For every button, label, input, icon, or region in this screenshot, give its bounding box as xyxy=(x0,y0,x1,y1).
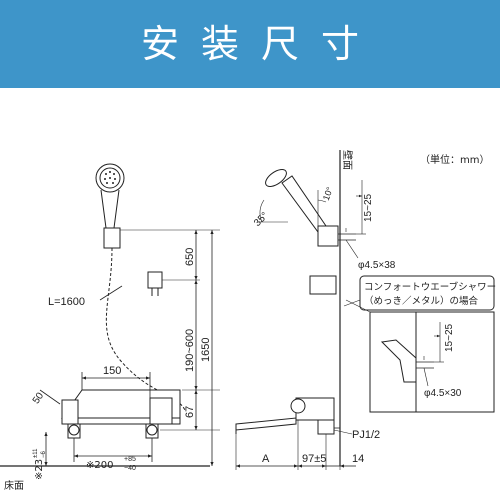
dim-14: 14 xyxy=(352,453,364,465)
shower-hose xyxy=(105,247,186,411)
hole-spec-inset: φ4.5×30 xyxy=(424,388,462,399)
dim-150: 150 xyxy=(103,365,121,377)
left-handle xyxy=(61,399,79,425)
lower-holder-side xyxy=(309,275,337,295)
wall-label: 壁面 xyxy=(341,150,354,170)
dim-15-25-top: 15~25 xyxy=(363,193,374,222)
dim-A: A xyxy=(262,453,270,465)
pipe-thread-label: PJ1/2 xyxy=(352,429,380,441)
lower-holder-bracket xyxy=(147,271,163,289)
shower-holder-front xyxy=(103,227,121,249)
header-banner: 安装尺寸 xyxy=(0,0,500,88)
inset-holder xyxy=(380,339,417,383)
callout-line1: コンフォートウエーブシャワー xyxy=(364,281,496,293)
dim-23-tol: ±11 xyxy=(33,448,39,458)
dim-200-tol-low: −40 xyxy=(124,465,136,472)
dim-200: ※200 xyxy=(86,460,113,471)
upper-holder-side xyxy=(317,225,339,247)
hole-spec-top: φ4.5×38 xyxy=(358,260,396,271)
dim-97: 97±5 xyxy=(302,453,326,465)
callout-line2: （めっき／メタル）の場合 xyxy=(364,295,479,307)
installation-dimension-drawing: （単位：mm） 床面 L=1600 150 50 xyxy=(0,150,496,492)
unit-note: （単位：mm） xyxy=(420,153,489,166)
dim-1650: 1650 xyxy=(200,338,212,362)
shower-head-front xyxy=(95,163,125,229)
angle-35: 35° xyxy=(252,210,270,228)
faucet-body-side xyxy=(235,397,335,435)
dim-15-25-inset: 15~25 xyxy=(444,323,455,352)
eccentric-joints xyxy=(67,423,159,439)
dim-67: 67 xyxy=(184,406,196,418)
page-title: 安装尺寸 xyxy=(140,22,381,66)
dim-190-600: 190~600 xyxy=(184,329,196,372)
dim-200-tol-up: +85 xyxy=(124,456,136,463)
dim-23-tol2: −6 xyxy=(41,450,47,458)
floor-label: 床面 xyxy=(4,479,24,492)
hose-length-label: L=1600 xyxy=(48,296,85,308)
callout-box xyxy=(359,275,495,311)
dim-650: 650 xyxy=(184,248,196,266)
right-handle xyxy=(149,397,173,425)
dim-23: ※23 xyxy=(34,459,45,480)
angle-10: 10° xyxy=(321,185,335,202)
